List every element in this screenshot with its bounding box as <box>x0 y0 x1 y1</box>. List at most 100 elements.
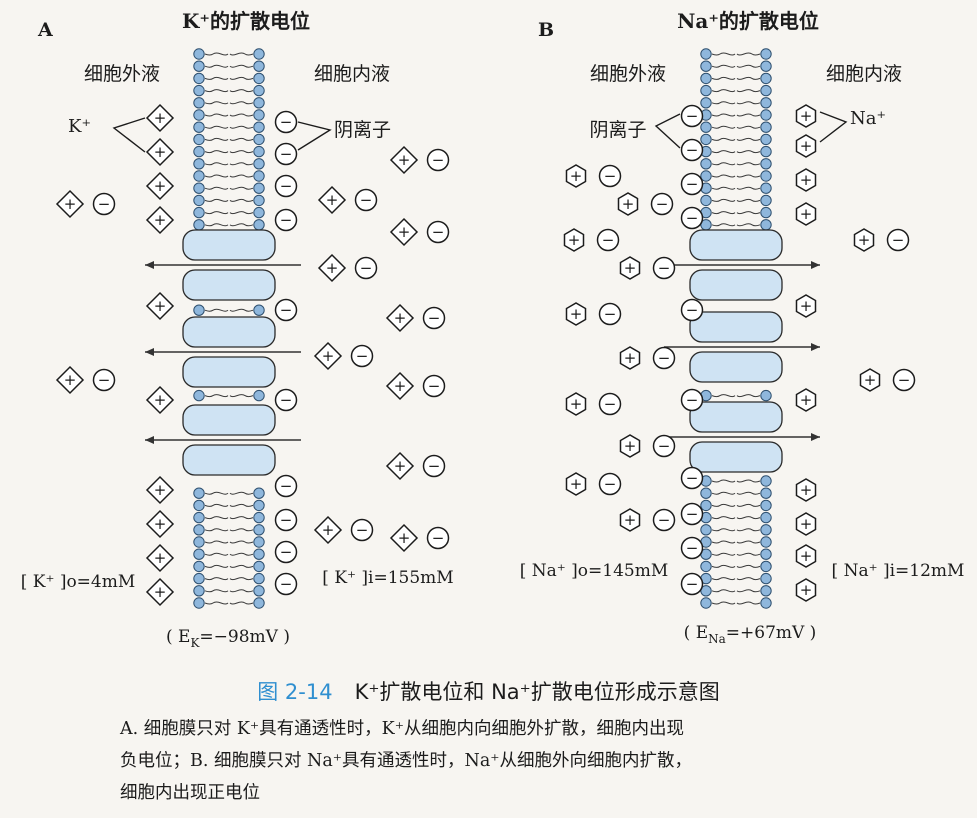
ions: ++++++++++−−−−−−−−−−+−+−+−+−+−+−+−+−+−+−… <box>55 103 916 607</box>
svg-text:−: − <box>280 391 293 409</box>
lipid-head <box>193 511 205 524</box>
cation-symbol: + <box>389 145 419 175</box>
lipid-head <box>253 499 265 512</box>
svg-text:+: + <box>154 583 167 601</box>
svg-text:+: + <box>800 547 813 565</box>
arrow-head <box>811 343 820 351</box>
svg-text:+: + <box>64 371 77 389</box>
anion-symbol: − <box>680 536 704 560</box>
lipid-head <box>760 524 772 536</box>
lipid-head <box>193 170 205 182</box>
svg-text:+: + <box>154 177 167 195</box>
figure-number: 图 2-14 <box>257 680 333 704</box>
membranes <box>145 48 820 609</box>
svg-text:−: − <box>604 395 617 413</box>
svg-text:+: + <box>800 581 813 599</box>
svg-text:+: + <box>800 391 813 409</box>
cation-symbol: + <box>619 508 641 532</box>
lipid-head <box>193 572 205 585</box>
ion-channel <box>145 316 301 388</box>
svg-text:−: − <box>356 521 369 539</box>
cation-symbol: + <box>145 475 175 505</box>
arrow-head <box>145 348 154 356</box>
cation-symbol: + <box>317 253 347 283</box>
lipid-head <box>193 145 205 158</box>
lipid-head <box>760 572 772 585</box>
lipid-head <box>253 206 265 219</box>
svg-text:−: − <box>604 305 617 323</box>
arrow-head <box>811 261 820 269</box>
anion-symbol: − <box>652 434 676 458</box>
anion-symbol: − <box>680 298 704 322</box>
anion-symbol: − <box>354 256 378 280</box>
svg-text:−: − <box>428 309 441 327</box>
panel-a-pointer-lines <box>112 117 332 153</box>
lipid-head <box>193 389 205 402</box>
lipid-head <box>253 572 265 585</box>
svg-text:−: − <box>280 477 293 495</box>
lipid-head <box>700 194 712 207</box>
cation-symbol: + <box>389 523 419 553</box>
lipid-head <box>760 560 772 573</box>
anion-symbol: − <box>680 502 704 526</box>
lipid-head <box>760 219 772 231</box>
lipid-head <box>193 487 205 499</box>
lipid-head <box>253 389 265 402</box>
lipid-head <box>253 536 265 548</box>
svg-text:+: + <box>326 191 339 209</box>
lipid-head <box>760 145 772 158</box>
svg-text:+: + <box>154 297 167 315</box>
anion-symbol: − <box>350 518 374 542</box>
lipid-head <box>760 194 772 207</box>
lipid-head <box>193 548 205 560</box>
svg-text:−: − <box>356 347 369 365</box>
lipid-head <box>193 158 205 170</box>
cation-symbol: + <box>795 512 817 536</box>
svg-text:−: − <box>280 511 293 529</box>
cation-symbol: + <box>795 168 817 192</box>
lipid-head <box>193 536 205 548</box>
svg-text:−: − <box>432 151 445 169</box>
panel-a-title: K⁺的扩散电位 <box>182 9 310 33</box>
anion-symbol: − <box>598 164 622 188</box>
svg-text:+: + <box>64 195 77 213</box>
cation-symbol: + <box>145 171 175 201</box>
anion-symbol: − <box>426 148 450 172</box>
svg-text:−: − <box>658 511 671 529</box>
cation-symbol: + <box>317 185 347 215</box>
cation-symbol: + <box>853 228 875 252</box>
cation-symbol: + <box>565 472 587 496</box>
lipid-head <box>253 72 265 85</box>
cation-symbol: + <box>619 434 641 458</box>
lipid-head <box>760 48 772 60</box>
arrow-head <box>811 433 820 441</box>
lipid-head <box>253 145 265 158</box>
svg-text:−: − <box>686 301 699 319</box>
lipid-head <box>253 487 265 499</box>
svg-text:+: + <box>570 475 583 493</box>
svg-text:+: + <box>858 231 871 249</box>
lipid-head <box>760 536 772 548</box>
cation-symbol: + <box>619 256 641 280</box>
lipid-head <box>700 158 712 170</box>
lipid-head <box>760 475 772 487</box>
lipid-head <box>193 121 205 133</box>
cation-symbol: + <box>313 341 343 371</box>
svg-text:+: + <box>570 395 583 413</box>
svg-text:−: − <box>604 167 617 185</box>
svg-text:+: + <box>154 211 167 229</box>
cation-symbol: + <box>385 371 415 401</box>
svg-text:+: + <box>624 349 637 367</box>
anion-symbol: − <box>652 256 676 280</box>
lipid-head <box>760 109 772 121</box>
lipid-head <box>700 97 712 109</box>
svg-text:−: − <box>280 211 293 229</box>
caption-line-1: A. 细胞膜只对 K⁺具有通透性时，K⁺从细胞内向细胞外扩散，细胞内出现 <box>120 719 684 739</box>
cation-symbol: + <box>795 388 817 412</box>
anion-symbol: − <box>274 388 298 412</box>
ion-channel <box>145 229 301 301</box>
cation-symbol: + <box>795 104 817 128</box>
panel-a-outside-concentration: [ K⁺ ]o=4mM <box>21 572 136 592</box>
cation-symbol: + <box>313 515 343 545</box>
